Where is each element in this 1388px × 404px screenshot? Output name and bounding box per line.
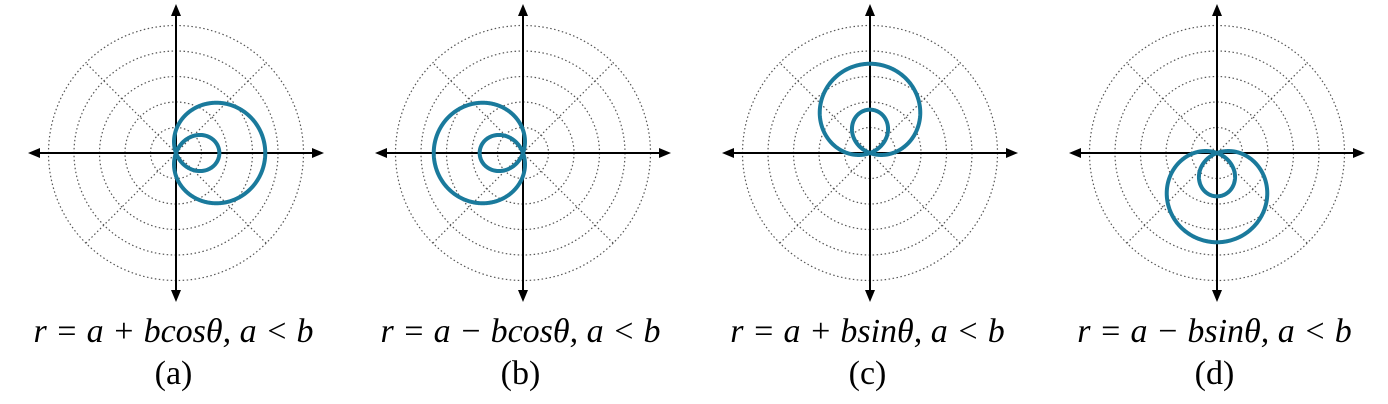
grid-diagonal xyxy=(1126,62,1308,244)
equation-a: r = a + bcosθ, a < b xyxy=(33,313,314,350)
y-axis-arrow-up xyxy=(171,4,181,16)
polar-plot-c xyxy=(722,4,1018,302)
x-axis-arrow-right xyxy=(1353,148,1365,158)
panel-label-d: (d) xyxy=(1194,355,1235,392)
grid-diagonal xyxy=(432,62,614,244)
grid-diagonal xyxy=(432,62,614,244)
x-axis-arrow-left xyxy=(28,148,40,158)
x-axis-arrow-left xyxy=(375,148,387,158)
y-axis-arrow-down xyxy=(865,290,875,302)
grid-diagonal xyxy=(1126,62,1308,244)
panel-a: r = a + bcosθ, a < b (a) xyxy=(0,0,347,404)
grid-diagonal xyxy=(85,62,267,244)
panel-d: r = a − bsinθ, a < b (d) xyxy=(1041,0,1388,404)
limacon-curve xyxy=(817,61,923,157)
panel-b: r = a − bcosθ, a < b (b) xyxy=(347,0,694,404)
panel-c: r = a + bsinθ, a < b (c) xyxy=(694,0,1041,404)
limacon-curve xyxy=(172,100,268,206)
x-axis-arrow-left xyxy=(1069,148,1081,158)
y-axis-arrow-down xyxy=(1212,290,1222,302)
equation-b: r = a − bcosθ, a < b xyxy=(380,313,661,350)
y-axis-arrow-up xyxy=(518,4,528,16)
panel-label-c: (c) xyxy=(848,355,887,392)
grid-diagonal xyxy=(779,62,961,244)
y-axis-arrow-up xyxy=(1212,4,1222,16)
polar-plot-d xyxy=(1069,4,1365,302)
grid-diagonal xyxy=(779,62,961,244)
x-axis-arrow-right xyxy=(312,148,324,158)
y-axis-arrow-down xyxy=(171,290,181,302)
x-axis-arrow-right xyxy=(1006,148,1018,158)
limacon-curve xyxy=(431,100,527,206)
panel-label-b: (b) xyxy=(500,355,541,392)
polar-plot-a xyxy=(28,4,324,302)
grid-diagonal xyxy=(85,62,267,244)
polar-plot-b xyxy=(375,4,671,302)
x-axis-arrow-left xyxy=(722,148,734,158)
limacon-curve xyxy=(1164,149,1270,245)
x-axis-arrow-right xyxy=(659,148,671,158)
equation-c: r = a + bsinθ, a < b xyxy=(730,313,1005,350)
y-axis-arrow-up xyxy=(865,4,875,16)
equation-d: r = a − bsinθ, a < b xyxy=(1077,313,1352,350)
panel-label-a: (a) xyxy=(154,355,193,392)
y-axis-arrow-down xyxy=(518,290,528,302)
